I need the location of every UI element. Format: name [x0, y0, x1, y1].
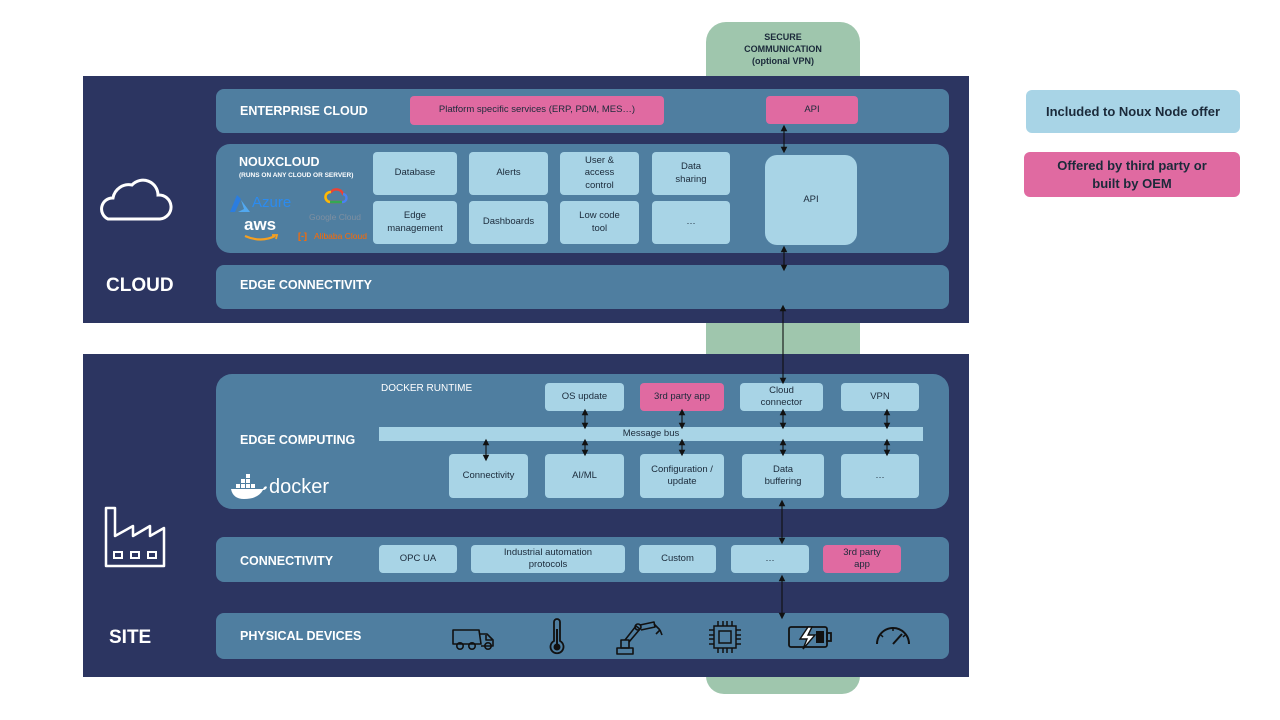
alibaba-cloud-text: Alibaba Cloud: [314, 231, 367, 241]
aws-logo-text: aws: [244, 215, 277, 234]
chip-icon: [709, 621, 741, 653]
configuration-update-box: Configuration / update: [640, 454, 724, 498]
docker-logo-text: docker: [269, 476, 330, 498]
connectivity-module-box: Connectivity: [449, 454, 528, 498]
docker-whale-icon: [231, 474, 267, 499]
service-data-sharing-text: Data sharing: [675, 161, 707, 185]
industrial-protocols-box: Industrial automation protocols: [471, 545, 625, 573]
aws-smile-icon: [244, 234, 279, 241]
enterprise-api-box: API: [766, 96, 858, 124]
edge-more-box: …: [841, 454, 919, 498]
service-low-code-tool-text: Low code tool: [579, 210, 620, 234]
cloud-connector-box: Cloud connector: [740, 383, 823, 411]
azure-logo-text: Azure: [252, 194, 292, 211]
configuration-update-text: Configuration / update: [651, 463, 713, 487]
industrial-protocols-text: Industrial automation protocols: [503, 546, 593, 570]
cloud-label: CLOUD: [106, 275, 174, 296]
truck-icon: [452, 629, 494, 650]
platform-services-box: Platform specific services (ERP, PDM, ME…: [410, 96, 664, 125]
alibaba-logo-icon: [-]: [298, 231, 307, 241]
azure-logo-icon: [230, 195, 250, 212]
service-user-access-control: User & access control: [560, 152, 639, 195]
google-cloud-text: Google Cloud: [309, 212, 361, 222]
enterprise-cloud-label: ENTERPRISE CLOUD: [240, 104, 368, 118]
connectivity-third-party-text: 3rd party app: [843, 546, 881, 570]
vpn-box: VPN: [841, 383, 919, 411]
docker-runtime-label: DOCKER RUNTIME: [381, 383, 473, 394]
connectivity-label: CONNECTIVITY: [240, 554, 334, 568]
data-buffering-box: Data buffering: [742, 454, 824, 498]
cloud-connector-text: Cloud connector: [760, 384, 803, 408]
os-update-box: OS update: [545, 383, 624, 411]
robot-arm-icon: [616, 621, 663, 655]
physical-devices-label: PHYSICAL DEVICES: [240, 629, 362, 643]
edge-connectivity-label: EDGE CONNECTIVITY: [240, 278, 372, 292]
nouxcloud-subtitle: (RUNS ON ANY CLOUD OR SERVER): [239, 172, 354, 179]
secure-communication-label: SECURE COMMUNICATION (optional VPN): [706, 31, 860, 67]
factory-icon: [104, 506, 166, 568]
opc-ua-box: OPC UA: [379, 545, 457, 573]
service-user-access-control-text: User & access control: [584, 154, 615, 191]
secure-line2: COMMUNICATION: [744, 44, 822, 55]
legend-included: Included to Noux Node offer: [1026, 90, 1240, 133]
ai-ml-box: AI/ML: [545, 454, 624, 498]
gauge-icon: [876, 627, 910, 645]
service-alerts: Alerts: [469, 152, 548, 195]
service-data-sharing: Data sharing: [652, 152, 730, 195]
site-label: SITE: [109, 627, 152, 648]
custom-box: Custom: [639, 545, 716, 573]
google-cloud-icon: [324, 188, 348, 204]
service-dashboards: Dashboards: [469, 201, 548, 244]
third-party-app-box: 3rd party app: [640, 383, 724, 411]
legend-third-party-text: Offered by third party or built by OEM: [1057, 157, 1207, 191]
secure-line3: (optional VPN): [752, 56, 814, 67]
connectivity-third-party-box: 3rd party app: [823, 545, 901, 573]
edge-computing-label: EDGE COMPUTING: [240, 433, 356, 447]
thermometer-icon: [549, 618, 565, 655]
connectivity-more-box: …: [731, 545, 809, 573]
message-bus: Message bus: [379, 427, 923, 441]
cloud-icon: [100, 178, 173, 221]
secure-line1: SECURE: [764, 32, 802, 42]
battery-icon: [788, 626, 832, 650]
legend-third-party: Offered by third party or built by OEM: [1024, 152, 1240, 197]
edge-connectivity-band: [216, 265, 949, 309]
nouxcloud-title: NOUXCLOUD: [239, 155, 320, 169]
service-more: …: [652, 201, 730, 244]
service-edge-management: Edge management: [373, 201, 457, 244]
service-low-code-tool: Low code tool: [560, 201, 639, 244]
data-buffering-text: Data buffering: [764, 463, 802, 487]
nouxcloud-api-box: API: [765, 155, 857, 245]
service-edge-management-text: Edge management: [387, 210, 443, 234]
service-database: Database: [373, 152, 457, 195]
